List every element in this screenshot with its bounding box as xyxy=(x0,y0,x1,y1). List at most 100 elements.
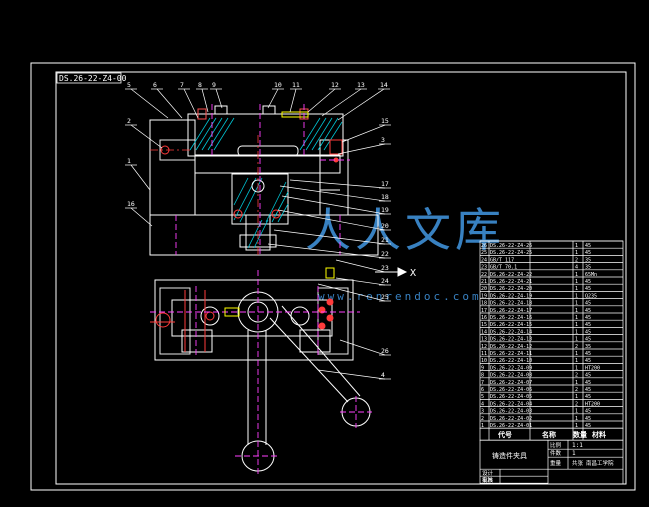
bom-code: DS.26-22-Z4-26 xyxy=(490,243,532,249)
leader-line xyxy=(321,88,362,117)
bom-material: 45 xyxy=(585,337,591,343)
section-hatching xyxy=(189,117,343,249)
drawing-code: DS.26-22-Z4-00 xyxy=(59,74,127,83)
title-approve-label: 批准 xyxy=(482,476,494,484)
leader-line xyxy=(289,179,386,189)
bom-material: 45 xyxy=(585,394,591,400)
part-number: 20 xyxy=(381,222,389,230)
bom-code: GB/T 70.1 xyxy=(490,265,517,271)
bom-index: 10 xyxy=(481,358,487,364)
bom-material: 45 xyxy=(585,423,591,429)
leader-line xyxy=(130,207,153,227)
bom-header-cell: 数量 xyxy=(573,430,587,439)
bom-index: 7 xyxy=(481,380,484,386)
bom-material: 45 xyxy=(585,279,591,285)
leader-line xyxy=(337,88,385,121)
bom-code: DS.26-22-Z4-25 xyxy=(490,250,532,256)
bom-code: DS.26-22-Z4-12 xyxy=(490,344,532,350)
leader-line xyxy=(337,143,386,155)
bom-index: 13 xyxy=(481,337,487,343)
bom-code: GB/T 117 xyxy=(490,257,514,263)
plan-yellow-marks xyxy=(224,267,335,317)
bom-material: 45 xyxy=(585,373,591,379)
bom-qty: 2 xyxy=(575,387,578,393)
bom-qty: 1 xyxy=(575,243,578,249)
bom-index: 21 xyxy=(481,279,487,285)
watermark: 人人文库 www.renrendoc.com xyxy=(305,203,505,303)
part-number: 26 xyxy=(381,347,389,355)
bom-material: 45 xyxy=(585,409,591,415)
part-number: 23 xyxy=(381,264,389,272)
leader-line xyxy=(130,124,163,149)
bom-index: 8 xyxy=(481,373,484,379)
title-count-value: 1 xyxy=(572,450,576,457)
bom-code: DS.26-22-Z4-19 xyxy=(490,293,532,299)
leader-line xyxy=(130,88,169,119)
part-number: 16 xyxy=(127,200,135,208)
title-school: 南昌工学院 xyxy=(586,459,614,467)
title-weight-label: 重量 xyxy=(550,459,562,467)
plan-base xyxy=(154,279,354,361)
leader-line xyxy=(183,88,199,119)
bom-index: 22 xyxy=(481,272,487,278)
leader-line xyxy=(130,164,151,191)
plan-center-lines xyxy=(150,270,372,475)
leader-lines xyxy=(125,88,391,380)
leader-line xyxy=(339,339,386,356)
title-check-label: 审核 xyxy=(482,476,494,484)
bom-material: 45 xyxy=(585,322,591,328)
bom-qty: 1 xyxy=(575,322,578,328)
title-info xyxy=(479,439,624,485)
bom-qty: 1 xyxy=(575,409,578,415)
leader-line xyxy=(273,229,386,245)
leader-line xyxy=(335,259,386,273)
bom-material: 45 xyxy=(585,416,591,422)
leader-line xyxy=(317,283,386,302)
inner-frame xyxy=(55,71,627,485)
bom-code: DS.26-22-Z4-01 xyxy=(490,423,532,429)
part-number: 9 xyxy=(212,81,216,89)
bom-qty: 1 xyxy=(575,308,578,314)
leader-line xyxy=(307,88,336,113)
bom-index: 4 xyxy=(481,401,484,407)
part-number: 24 xyxy=(381,277,389,285)
bom-code: DS.26-22-Z4-03 xyxy=(490,409,532,415)
bom-index: 18 xyxy=(481,301,487,307)
leader-line xyxy=(277,209,386,231)
bom-qty: 4 xyxy=(575,265,578,271)
bom-qty: 1 xyxy=(575,423,578,429)
part-number: 14 xyxy=(380,81,388,89)
bom-code: DS.26-22-Z4-15 xyxy=(490,322,532,328)
bom-index: 19 xyxy=(481,293,487,299)
bom-qty: 1 xyxy=(575,351,578,357)
bom-qty: 1 xyxy=(575,365,578,371)
bom-material: 35 xyxy=(585,257,591,263)
bom-code: DS.26-22-Z4-17 xyxy=(490,308,532,314)
part-number: 12 xyxy=(331,81,339,89)
bom-qty: 2 xyxy=(575,344,578,350)
bom-material: 35 xyxy=(585,344,591,350)
title-scale-label: 比例 xyxy=(550,441,562,449)
bom-index: 12 xyxy=(481,344,487,350)
bom-material: 45 xyxy=(585,329,591,335)
bom-index: 26 xyxy=(481,243,487,249)
bom-material: 45 xyxy=(585,243,591,249)
bom-code: DS.26-22-Z4-16 xyxy=(490,315,532,321)
bom-material: HT200 xyxy=(585,365,600,371)
bom-material: 45 xyxy=(585,315,591,321)
bom-index: 23 xyxy=(481,265,487,271)
bom-qty: 2 xyxy=(575,401,578,407)
leader-line xyxy=(289,88,297,113)
bom-code: DS.26-22-Z4-06 xyxy=(490,387,532,393)
part-number: 19 xyxy=(381,206,389,214)
watermark-text: 人人文库 xyxy=(305,203,505,257)
bom-header-cell: 材料 xyxy=(591,430,606,439)
title-count-label: 件数 xyxy=(550,449,562,457)
title-design-label: 设计 xyxy=(482,469,494,477)
part-number: 25 xyxy=(381,293,389,301)
title-sheet-label: 共张 xyxy=(572,459,584,467)
bom-index: 2 xyxy=(481,416,484,422)
